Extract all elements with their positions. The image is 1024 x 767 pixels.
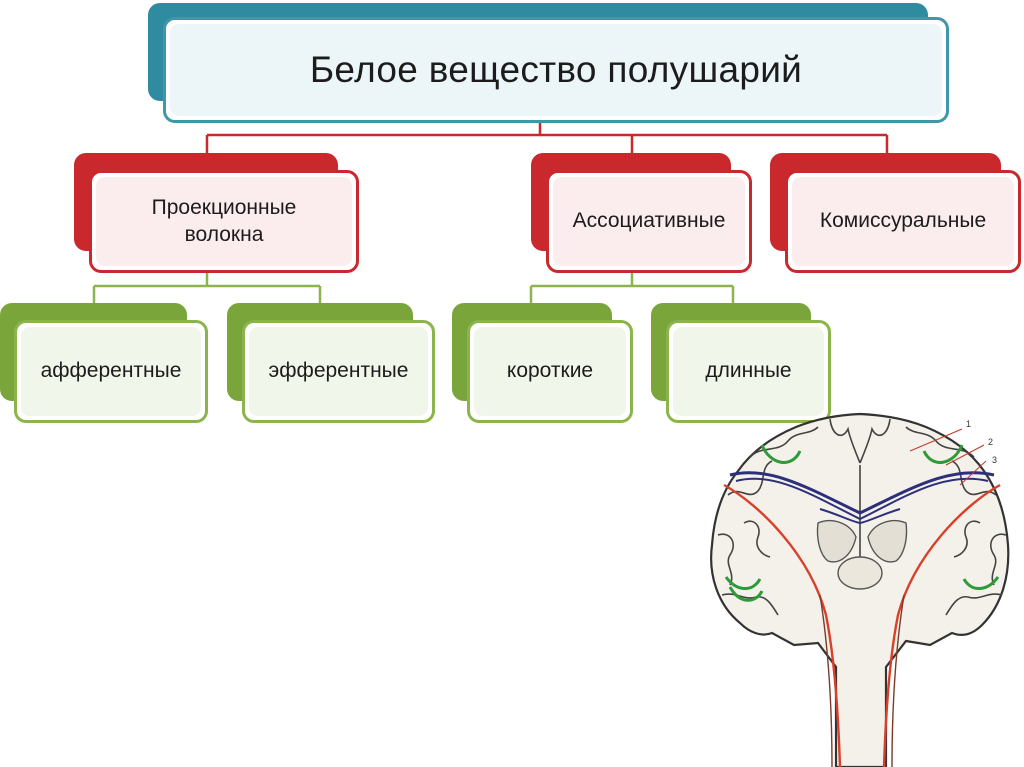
subtype-label-long: длинные <box>705 359 792 383</box>
category-to-subtype-lines <box>92 272 735 320</box>
ventricle-right <box>867 519 908 563</box>
projection-fiber-left <box>723 483 842 767</box>
figure-label-1: 1 <box>966 419 971 429</box>
category-label-projection: Проекционные волокна <box>151 196 297 246</box>
association-fibers <box>724 444 1000 602</box>
brain-section-illustration: 1 2 3 <box>710 412 1010 767</box>
figure-label-2: 2 <box>988 437 993 447</box>
category-label-association: Ассоциативные <box>572 209 726 233</box>
thalamus <box>837 556 883 590</box>
root-title: Белое вещество полушарий <box>309 48 803 90</box>
projection-fiber-right <box>882 483 1001 767</box>
subtype-label-afferent: афферентные <box>40 359 182 383</box>
commissural-fiber <box>729 471 995 515</box>
pointer-lines <box>909 428 987 486</box>
subtype-label-short: короткие <box>506 359 594 383</box>
category-label-commissural: Комиссуральные <box>819 209 987 233</box>
figure-label-3: 3 <box>992 455 997 465</box>
root-node-box: Белое вещество полушарий <box>163 17 949 123</box>
ventricle-left <box>816 519 857 563</box>
subtype-label-efferent: эфферентные <box>268 359 409 383</box>
